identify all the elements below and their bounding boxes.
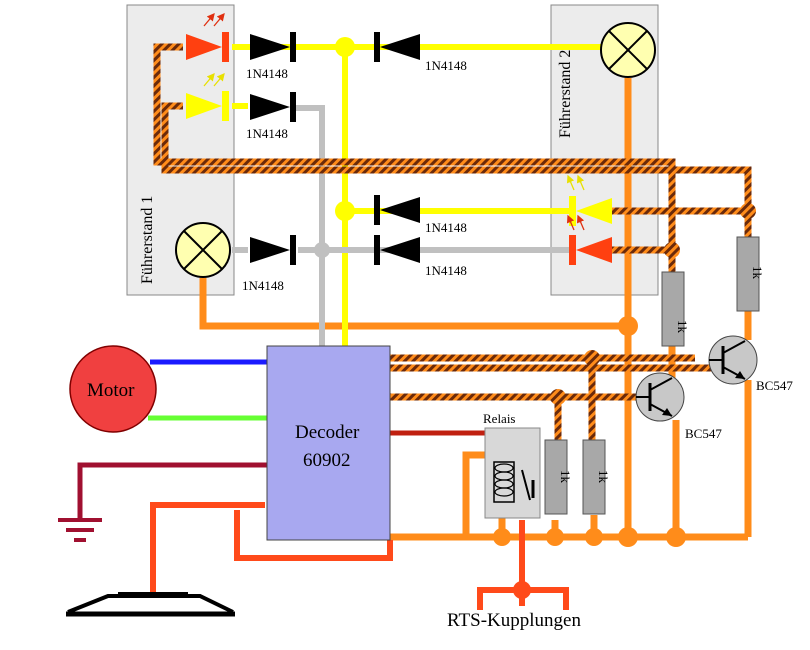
motor-circle — [69, 345, 157, 433]
track-shoe-icon — [66, 592, 235, 617]
resistors — [544, 236, 760, 515]
diode-2 — [250, 92, 296, 122]
ground-icon — [58, 518, 102, 542]
led-red-cab2 — [566, 214, 612, 265]
decoder-label-line2: 60902 — [303, 450, 351, 471]
resistor-1-label: 1k — [675, 320, 690, 334]
resistor-2 — [736, 236, 760, 312]
diode-4-label: 1N4148 — [425, 220, 467, 235]
decoder-label-line1: Decoder — [295, 422, 360, 443]
resistor-4 — [582, 439, 606, 515]
transistor-1 — [635, 372, 685, 422]
diode-5 — [374, 235, 420, 265]
relay — [484, 427, 541, 519]
couplers-label: RTS-Kupplungen — [447, 610, 581, 631]
cab2-label: Führerstand 2 — [557, 50, 574, 138]
gray-wires — [232, 105, 570, 346]
diode-3 — [374, 32, 420, 62]
diode-1-label: 1N4148 — [246, 66, 288, 81]
lamp-cab2 — [600, 22, 656, 78]
transistor-2-label: BC547 — [756, 378, 793, 393]
led-yellow-cab1 — [186, 73, 229, 121]
resistor-2-label: 1k — [750, 266, 765, 280]
diode-6-label: 1N4148 — [242, 278, 284, 293]
led-red-cab1 — [186, 13, 229, 62]
ground-wire — [77, 462, 267, 520]
motor-label: Motor — [87, 380, 135, 401]
diode-1 — [250, 32, 296, 62]
relay-label: Relais — [483, 411, 516, 426]
led-yellow-cab2 — [566, 174, 612, 226]
diode-symbols — [250, 32, 420, 265]
diode-5-label: 1N4148 — [425, 263, 467, 278]
transistor-2 — [708, 335, 758, 385]
resistor-3 — [544, 439, 568, 515]
resistor-1 — [661, 271, 685, 347]
diode-3-label: 1N4148 — [425, 58, 467, 73]
transistor-1-label: BC547 — [685, 426, 722, 441]
decoder-box — [266, 345, 391, 541]
diode-4 — [374, 195, 420, 225]
resistor-4-label: 1k — [596, 470, 611, 484]
resistor-3-label: 1k — [558, 470, 573, 484]
junction-dots — [314, 37, 756, 599]
hatched-wires — [153, 43, 752, 440]
yellow-wires — [232, 44, 602, 346]
diode-6 — [250, 235, 296, 265]
cab1-label: Führerstand 1 — [139, 196, 156, 284]
diode-2-label: 1N4148 — [246, 126, 288, 141]
lamp-cab1 — [175, 222, 231, 278]
